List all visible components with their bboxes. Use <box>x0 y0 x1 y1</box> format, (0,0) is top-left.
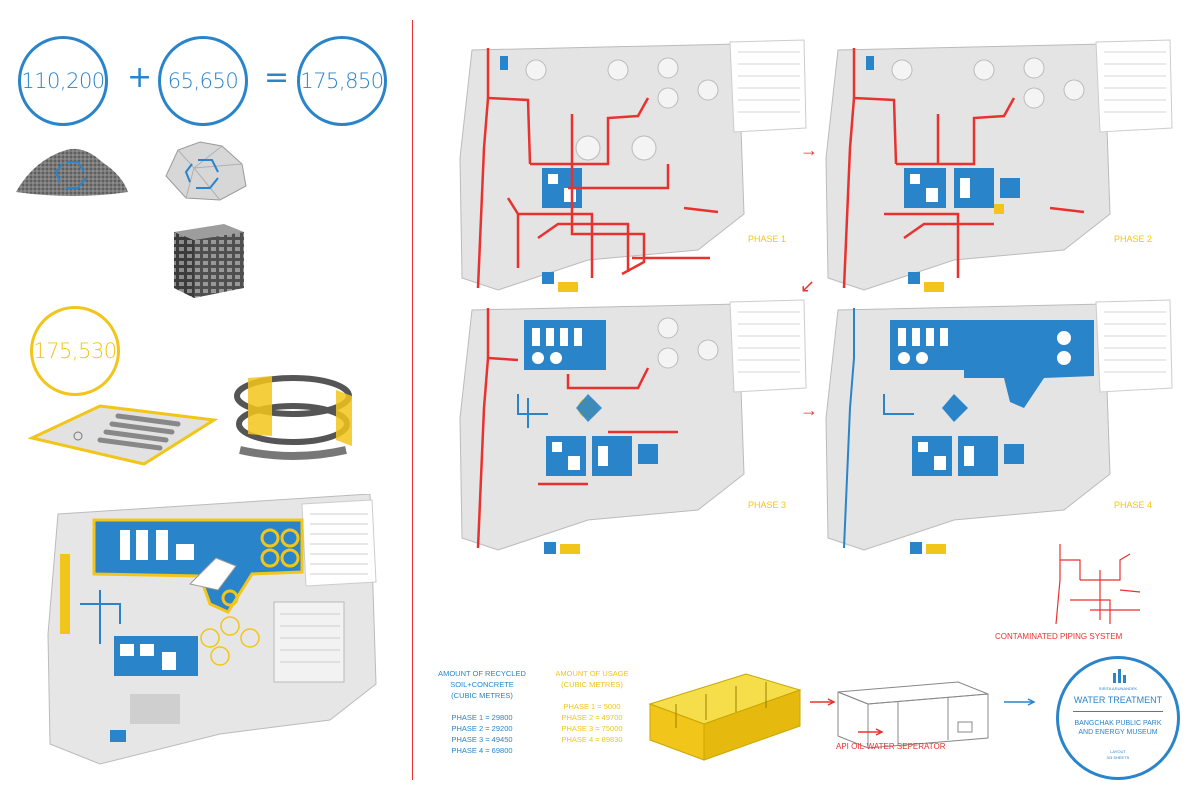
phase-2-map: PHASE 2 <box>814 38 1174 294</box>
concrete-rubble-image <box>160 136 250 204</box>
park-platform-image <box>28 398 218 466</box>
separator-label: API OIL-WATER SEPERATOR <box>836 742 946 751</box>
badge-subtitle: BANGCHAK PUBLIC PARK AND ENERGY MUSEUM <box>1074 720 1162 736</box>
phase-3-map: PHASE 3 <box>448 298 808 554</box>
recycle-icon <box>184 159 219 189</box>
ring-pavilion-image <box>228 366 358 466</box>
recycled-concrete-circle: 65,650 <box>158 36 248 126</box>
logo-text: SIRITA ARUNANDEK <box>1098 686 1138 691</box>
usage-title: AMOUNT OF USAGE <box>555 669 629 678</box>
soil-pile-image <box>14 140 130 200</box>
badge-title: WATER TREATMENT <box>1073 695 1163 705</box>
recycled-total-circle: 175,850 <box>297 36 387 126</box>
phase-2-stamp: PHASE 2 <box>1114 234 1152 244</box>
recycled-phase-3: PHASE 3 = 49450 <box>451 735 513 744</box>
badge-foot-1: LAYOUT <box>1110 749 1126 754</box>
usage-stats: AMOUNT OF USAGE (CUBIC METRES) PHASE 1 =… <box>552 668 632 745</box>
usage-phase-4: PHASE 4 = 89830 <box>561 735 623 744</box>
phase-4-stamp: PHASE 4 <box>1114 500 1152 510</box>
recycle-icon <box>54 161 87 189</box>
recycled-unit: (CUBIC METRES) <box>451 691 513 700</box>
recycled-soil-value: 110,200 <box>21 69 105 93</box>
arrow-right-icon: → <box>800 400 818 420</box>
plus-sign: + <box>127 60 153 95</box>
title-badge: SIRITA ARUNANDEK WATER TREATMENT BANGCHA… <box>1056 656 1180 780</box>
separator-3d-model <box>646 664 806 764</box>
badge-foot-2: 3/3 SHEETS <box>1106 755 1130 760</box>
arrow-down-left-icon: ↙ <box>800 276 816 296</box>
phase-4-map: PHASE 4 <box>814 298 1174 554</box>
usage-phase-1: PHASE 1 = 5000 <box>563 702 621 711</box>
usage-total-value: 175,530 <box>33 339 117 363</box>
usage-phase-3: PHASE 3 = 75000 <box>561 724 623 733</box>
phase-3-stamp: PHASE 3 <box>748 500 786 510</box>
recycled-total-value: 175,850 <box>300 69 384 93</box>
phase-1-map: PHASE 1 <box>448 38 808 294</box>
separator-schematic <box>808 672 1038 756</box>
recycled-concrete-value: 65,650 <box>167 69 239 93</box>
usage-phase-2: PHASE 2 = 49700 <box>561 713 623 722</box>
recycled-phase-1: PHASE 1 = 29800 <box>451 713 513 722</box>
recycled-soil-circle: 110,200 <box>18 36 108 126</box>
equals-sign: = <box>264 60 290 95</box>
usage-unit: (CUBIC METRES) <box>561 680 623 689</box>
recycled-phase-2: PHASE 2 = 29200 <box>451 724 513 733</box>
piping-system-label: CONTAMINATED PIPING SYSTEM <box>995 632 1123 641</box>
gabion-block-image <box>170 218 248 300</box>
master-plan-map <box>40 494 380 770</box>
phase-1-stamp: PHASE 1 <box>748 234 786 244</box>
piping-system-sketch <box>1040 540 1150 630</box>
divider-line <box>412 20 413 780</box>
usage-total-circle: 175,530 <box>30 306 120 396</box>
recycled-phase-4: PHASE 4 = 69800 <box>451 746 513 755</box>
badge-divider <box>1073 711 1163 712</box>
arrow-right-icon: → <box>800 140 818 160</box>
logo-icon <box>1113 669 1126 683</box>
recycled-stats: AMOUNT OF RECYCLED SOIL+CONCRETE (CUBIC … <box>422 668 542 756</box>
recycled-title: AMOUNT OF RECYCLED SOIL+CONCRETE <box>438 669 526 689</box>
